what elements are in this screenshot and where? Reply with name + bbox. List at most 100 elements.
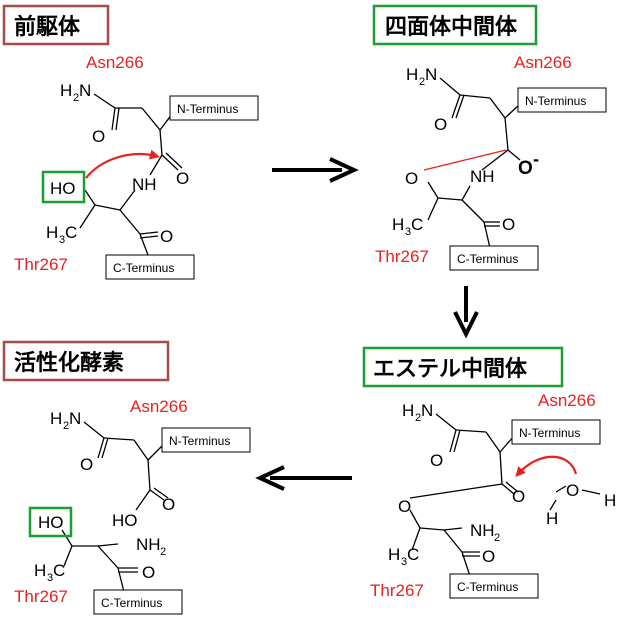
alkoxide-charge: - [533,149,539,169]
nh: NH [470,167,495,186]
panel-tetrahedral: 四面体中間体 Asn266 Thr267 H 2 N O [372,4,607,271]
methyl-h: H [388,545,400,564]
water-o: O [566,481,579,500]
amide-n: N [425,65,437,84]
nucleophilic-attack-arrow [85,149,160,179]
title-box-active [2,340,170,382]
carbonyl-o1: O [80,455,93,474]
carbonyl-o3: O [160,227,173,246]
amide-h: H [402,401,414,420]
c-terminus-box [93,589,183,615]
c-terminus-label: C-Terminus [457,252,518,266]
methyl-sub: 3 [401,556,407,568]
residue-asn266: Asn266 [538,391,596,410]
title-box-ester [362,346,564,388]
hydroxyl-box [41,170,86,204]
arrow-left [255,465,352,491]
methyl-h: H [46,223,58,242]
water-h2: H [604,491,616,510]
c-terminus-box [105,254,195,280]
carbonyl-o2: O [482,547,495,566]
hydroxyl-box [28,506,73,538]
nh: NH [132,175,157,194]
amide-h: H [50,409,62,428]
amine-sub: 2 [160,546,166,558]
amide-h: H [406,65,418,84]
methyl-sub: 3 [405,226,411,238]
flow-arrows [255,157,479,491]
acid-ho: HO [112,511,138,530]
residue-thr267: Thr267 [14,587,68,606]
c-terminus-label: C-Terminus [457,580,518,594]
amide-n: N [79,81,91,100]
methyl-c: C [407,545,419,564]
bonds-active [61,421,169,593]
residue-asn266: Asn266 [86,53,144,72]
arrow-right [272,157,359,183]
n-terminus-label: N-Terminus [525,94,586,108]
n-terminus-box [517,87,607,113]
bonds-tetrahedral [427,77,521,249]
methyl-c: C [411,215,423,234]
ester-o: O [398,497,411,516]
n-terminus-box [161,427,251,453]
carbonyl-o1: O [92,127,105,146]
residue-asn266: Asn266 [514,53,572,72]
c-terminus-box [449,573,539,599]
methyl-h: H [34,561,46,580]
methyl-c: C [53,561,65,580]
amine-nh: NH [470,521,495,540]
residue-thr267: Thr267 [14,255,68,274]
c-terminus-box [449,245,539,271]
c-terminus-label: C-Terminus [101,596,162,610]
title-box-tetrahedral [372,4,538,46]
n-terminus-label: N-Terminus [177,102,238,116]
water-h1: H [546,509,558,528]
panel-ester: エステル中間体 Asn266 Thr267 H 2 N [362,346,616,600]
amide-sub: 2 [63,420,69,432]
amine-nh: NH [136,535,161,554]
title-box-precursor [2,4,110,46]
hydroxyl-ho: HO [50,179,76,198]
carbonyl-o2: O [142,563,155,582]
hydrolysis-arrow [515,455,578,477]
hydroxyl-ho: HO [38,513,64,532]
title-active: 活性化酵素 [14,350,124,376]
carbonyl-o1: O [430,451,443,470]
ring-o: O [405,169,418,188]
amide-sub: 2 [415,412,421,424]
acid-carbonyl-o: O [162,495,175,514]
amide-h: H [60,81,72,100]
amide-sub: 2 [419,76,425,88]
carbonyl-o1: O [434,115,447,134]
amide-sub: 2 [73,92,79,104]
residue-thr267: Thr267 [370,581,424,600]
panel-precursor: 前駆体 Asn266 Thr267 H 2 N O [2,4,259,280]
n-terminus-box [169,95,259,121]
amine-sub: 2 [494,532,500,544]
bonds-ester [409,413,601,577]
n-terminus-label: N-Terminus [519,426,580,440]
carbonyl-o2: O [176,169,189,188]
new-bond-red [423,149,507,171]
title-precursor: 前駆体 [14,14,81,40]
carbonyl-o-reactive: O [512,487,525,506]
amide-n: N [421,401,433,420]
residue-asn266: Asn266 [130,397,188,416]
residue-thr267: Thr267 [375,247,429,266]
panel-active: 活性化酵素 Asn266 Thr267 H 2 N O O [2,340,251,615]
methyl-sub: 3 [59,234,65,246]
title-ester: エステル中間体 [373,357,528,382]
methyl-h: H [392,215,404,234]
arrow-down [453,286,479,339]
n-terminus-label: N-Terminus [169,434,230,448]
c-terminus-label: C-Terminus [113,261,174,275]
title-tetrahedral: 四面体中間体 [385,15,518,40]
bonds-precursor [79,93,183,256]
carbonyl-o2: O [502,215,515,234]
n-terminus-box [511,419,601,445]
methyl-sub: 3 [47,572,53,584]
amide-n: N [69,409,81,428]
alkoxide-o: O [518,158,533,179]
